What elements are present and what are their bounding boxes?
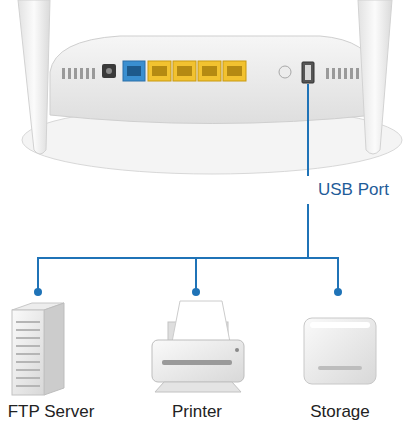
usb-port-label: USB Port bbox=[300, 176, 404, 204]
ftp-server-icon-part-part bbox=[16, 353, 40, 355]
device-node: Storage bbox=[293, 292, 387, 422]
usb-branch-line bbox=[308, 204, 338, 292]
lan-ports-part bbox=[173, 61, 196, 81]
ftp-server-icon-part-part bbox=[16, 377, 40, 379]
port-label: USB Port bbox=[318, 180, 389, 200]
usb-branch-line bbox=[196, 204, 308, 292]
printer-icon bbox=[152, 301, 244, 392]
printer-icon-part bbox=[172, 301, 230, 342]
ftp-server-icon-part bbox=[44, 303, 64, 395]
lan-ports-part bbox=[223, 61, 246, 81]
vents-part bbox=[332, 68, 335, 79]
vents-part bbox=[326, 68, 329, 79]
vents-part bbox=[80, 68, 83, 79]
storage-icon bbox=[304, 318, 376, 384]
ftp-server-icon-part-part bbox=[16, 345, 40, 347]
vents-part bbox=[68, 68, 71, 79]
lan-ports-part bbox=[198, 61, 221, 81]
usb-socket-part bbox=[305, 65, 311, 80]
ftp-server-icon-part-part bbox=[16, 369, 40, 371]
antenna bbox=[358, 0, 392, 154]
lan-ports bbox=[148, 61, 246, 81]
storage-icon-part bbox=[318, 366, 362, 370]
printer-icon-part bbox=[155, 382, 241, 392]
lan-ports-part bbox=[177, 66, 192, 76]
device-node: FTP Server bbox=[2, 292, 100, 422]
reset-button bbox=[279, 66, 291, 78]
device-node: Printer bbox=[147, 292, 247, 422]
lan-ports-part bbox=[227, 66, 242, 76]
storage-icon-part bbox=[304, 318, 376, 384]
usb-socket bbox=[302, 62, 314, 83]
router bbox=[18, 0, 402, 174]
lan-ports-part bbox=[152, 66, 167, 76]
usb-wire bbox=[307, 84, 309, 176]
vents-part bbox=[356, 68, 359, 79]
usb-branch-line bbox=[38, 204, 308, 292]
printer-icon-part bbox=[162, 360, 232, 365]
ftp-server-icon-part-part bbox=[16, 329, 40, 331]
vents-part bbox=[86, 68, 89, 79]
lan-ports-part bbox=[202, 66, 217, 76]
power-jack-part bbox=[106, 68, 112, 74]
vents-part bbox=[338, 68, 341, 79]
wan-port-part bbox=[127, 66, 141, 76]
power-jack-part bbox=[102, 64, 116, 78]
router-part bbox=[50, 36, 375, 124]
wan-port bbox=[123, 61, 145, 81]
ftp-server-icon-part-part bbox=[16, 385, 40, 387]
ftp-server-icon-part bbox=[16, 322, 40, 386]
wan-port-part bbox=[123, 61, 145, 81]
ftp-server-icon-part-part bbox=[16, 337, 40, 339]
ftp-server-icon-part bbox=[12, 310, 44, 395]
vents-part bbox=[344, 68, 347, 79]
ftp-server-icon-part-part bbox=[16, 321, 40, 323]
device-label: FTP Server bbox=[8, 402, 95, 422]
antenna bbox=[18, 0, 50, 154]
vents-part bbox=[92, 68, 95, 79]
vents-part bbox=[62, 68, 65, 79]
ftp-server-icon-part-part bbox=[16, 361, 40, 363]
printer-icon-part bbox=[152, 340, 244, 382]
device-label: Printer bbox=[172, 402, 222, 422]
ftp-server-icon bbox=[12, 303, 64, 395]
storage-icon-part bbox=[310, 322, 370, 328]
usb-socket-part bbox=[302, 62, 314, 83]
vents-part bbox=[74, 68, 77, 79]
printer-icon-part bbox=[235, 348, 239, 352]
device-label: Storage bbox=[310, 402, 370, 422]
power-jack bbox=[102, 64, 116, 78]
vents-part bbox=[350, 68, 353, 79]
lan-ports-part bbox=[148, 61, 171, 81]
